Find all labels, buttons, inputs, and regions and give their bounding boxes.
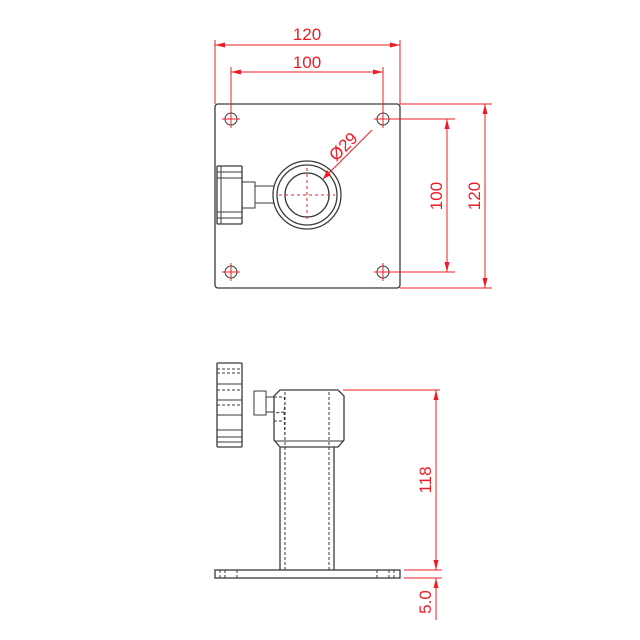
top-view (214, 103, 401, 289)
dimension-hole-spacing-height: 100 (390, 118, 455, 273)
dimension-bore-diameter: Ø29 (322, 129, 373, 180)
tube-bore (272, 160, 342, 230)
dimension-hole-spacing-width: 100 (230, 53, 384, 113)
mounting-hole-bottom-left (222, 263, 240, 281)
side-base-plate (214, 569, 401, 579)
clamp-screw-top (216, 165, 274, 225)
dim-label-base-thickness: 5.0 (416, 590, 435, 614)
dim-label-overall-height: 120 (465, 182, 484, 210)
dimension-total-height: 118 (343, 389, 440, 570)
dim-label-hole-spacing-height: 100 (427, 182, 446, 210)
dimension-base-thickness: 5.0 (404, 569, 442, 620)
dim-label-total-height: 118 (416, 466, 435, 493)
base-plate-outline (214, 103, 401, 289)
dim-label-bore-diameter: Ø29 (325, 129, 361, 165)
clamp-knob-side (216, 362, 243, 448)
side-tube-head (273, 389, 345, 448)
mounting-hole-bottom-right (374, 263, 392, 281)
dim-label-hole-spacing-width: 100 (293, 53, 321, 72)
side-view (214, 362, 401, 579)
dimension-overall-width: 120 (214, 25, 401, 104)
dim-label-overall-width: 120 (293, 25, 321, 44)
dimension-overall-height: 120 (400, 103, 492, 289)
